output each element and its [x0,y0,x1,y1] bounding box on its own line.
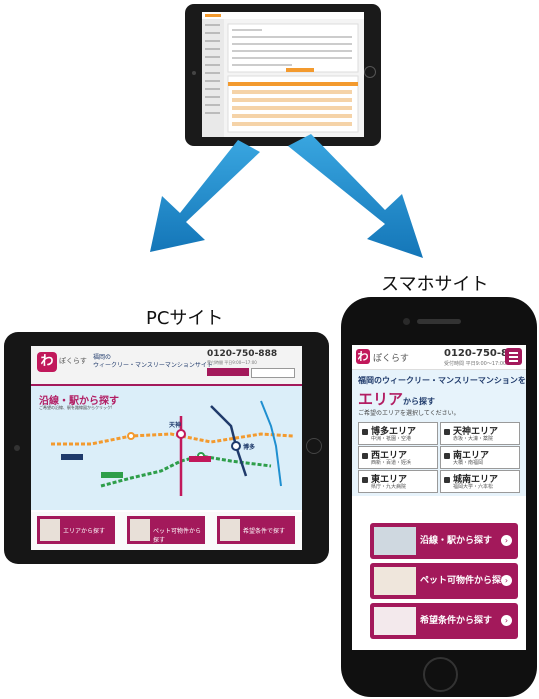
arrow-left-icon [150,140,260,252]
sp-hero-line1: 福岡のウィークリー・マンスリーマンションを [358,376,526,385]
speaker [417,319,461,324]
logo-icon[interactable]: わ [356,349,370,364]
area-higashi[interactable]: 東エリア県庁・九大病院 [358,470,438,493]
sp-screen: わ ぽくらす 0120-750-888 受付時間 平日9:00〜17:00 福岡… [352,345,526,650]
pc-title-line2: ウィークリー・マンスリーマンションサイト [93,362,213,369]
pc-tel[interactable]: 0120-750-888 [207,349,278,359]
sp-tel[interactable]: 0120-750-888 [444,348,522,359]
sp-button-route[interactable]: 沿線・駅から探す › [370,523,518,559]
pc-header-button-2[interactable] [251,368,295,378]
sp-hero-lead: ご希望のエリアを選択してください。 [358,410,460,417]
area-icon [444,429,450,435]
area-hakata[interactable]: 博多エリア中洲・祇園・空港 [358,422,438,445]
sp-hero-area: エリア [358,390,404,408]
admin-screen [202,12,364,137]
home-button [423,657,458,692]
area-nishi[interactable]: 西エリア西新・百道・姪浜 [358,446,438,469]
camera [14,445,20,451]
area-sub: 赤坂・大濠・薬院 [453,436,494,442]
pc-card-label: エリアから探す [63,528,106,535]
sp-logo-text: ぽくらす [373,354,409,364]
route-lines [51,400,294,496]
chevron-right-icon: › [501,535,512,546]
camera [192,71,196,75]
admin-tablet [185,4,381,146]
pc-header: わ ぽくらす 福岡の ウィークリー・マンスリーマンションサイト 0120-750… [31,346,302,386]
area-icon [444,453,450,459]
pc-tel-sub: 受付時間 平日9:00〜17:00 [207,360,257,365]
sp-hero: 福岡のウィークリー・マンスリーマンションを エリアから探す ご希望のエリアを選択… [352,370,526,496]
pc-site-label: PCサイト [146,308,224,329]
area-name: 博多エリア [371,427,417,437]
route-map[interactable]: 沿線・駅から探す ご希望の沿線、駅を路線図からクリック! 天神 博多 [31,386,302,510]
pc-header-button[interactable] [207,368,249,376]
camera [403,318,410,325]
area-tenjin[interactable]: 天神エリア赤坂・大濠・薬院 [440,422,520,445]
area-sub: 大橋・南福岡 [453,460,484,466]
smartphone: わ ぽくらす 0120-750-888 受付時間 平日9:00〜17:00 福岡… [341,297,537,697]
station-hakata[interactable]: 博多 [243,444,256,451]
sp-hero-suffix: から探す [403,397,436,406]
pc-card-area[interactable]: エリアから探す [37,516,115,544]
area-name: 天神エリア [453,427,499,437]
home-button [364,66,376,78]
sp-button-condition[interactable]: 希望条件から探す › [370,603,518,639]
area-icon [362,429,368,435]
pc-title: 福岡の ウィークリー・マンスリーマンションサイト [93,354,213,370]
condition-icon [374,607,416,635]
area-sub: 中洲・祇園・空港 [371,436,412,442]
map-title: 沿線・駅から探す [39,396,119,407]
building-photo-icon [40,519,60,541]
pc-logo-text: ぽくらす [59,357,87,365]
pc-card-label: 希望条件で探す [243,528,286,535]
area-name: 東エリア [371,475,408,485]
area-name: 西エリア [371,451,408,461]
dog-photo-icon [374,567,416,595]
sp-button-pet[interactable]: ペット可物件から探す › [370,563,518,599]
sp-button-label: ペット可物件から探す [420,576,511,586]
area-sub: 県庁・九大病院 [371,484,407,490]
home-button [306,438,322,454]
admin-screen-mock [202,12,364,137]
sp-button-label: 沿線・駅から探す [420,536,493,546]
map-lead: ご希望の沿線、駅を路線図からクリック! [39,405,113,410]
area-icon [362,477,368,483]
sp-button-label: 希望条件から探す [420,616,493,626]
station-tenjin[interactable]: 天神 [169,422,182,429]
arrow-right-icon [288,134,423,258]
sp-site-label: スマホサイト [381,274,489,295]
pc-title-line1: 福岡の [93,354,112,361]
sp-tel-sub: 受付時間 平日9:00〜17:00 [444,361,507,367]
logo-icon[interactable]: わ [37,352,57,372]
pc-card-label: ペット可物件から探す [153,528,202,544]
area-sub: 福岡大学・六本松 [453,484,494,490]
area-icon [362,453,368,459]
building-photo-icon [374,527,416,555]
pc-card-pet[interactable]: ペット可物件から探す [127,516,205,544]
sp-hero-title: エリアから探す [358,388,435,409]
dog-photo-icon [130,519,150,541]
chevron-right-icon: › [501,575,512,586]
condition-icon [220,519,240,541]
area-name: 城南エリア [453,475,499,485]
area-minami[interactable]: 南エリア大橋・南福岡 [440,446,520,469]
area-icon [444,477,450,483]
pc-card-row: エリアから探す ペット可物件から探す 希望条件で探す [31,512,302,550]
area-sub: 西新・百道・姪浜 [371,460,412,466]
chevron-right-icon: › [501,615,512,626]
pc-tablet: わ ぽくらす 福岡の ウィークリー・マンスリーマンションサイト 0120-750… [4,332,329,564]
area-jonan[interactable]: 城南エリア福岡大学・六本松 [440,470,520,493]
pc-card-condition[interactable]: 希望条件で探す [217,516,295,544]
sp-header: わ ぽくらす 0120-750-888 受付時間 平日9:00〜17:00 [352,345,526,370]
hamburger-menu-icon[interactable] [505,348,522,365]
area-name: 南エリア [453,451,490,461]
pc-screen: わ ぽくらす 福岡の ウィークリー・マンスリーマンションサイト 0120-750… [31,346,302,550]
